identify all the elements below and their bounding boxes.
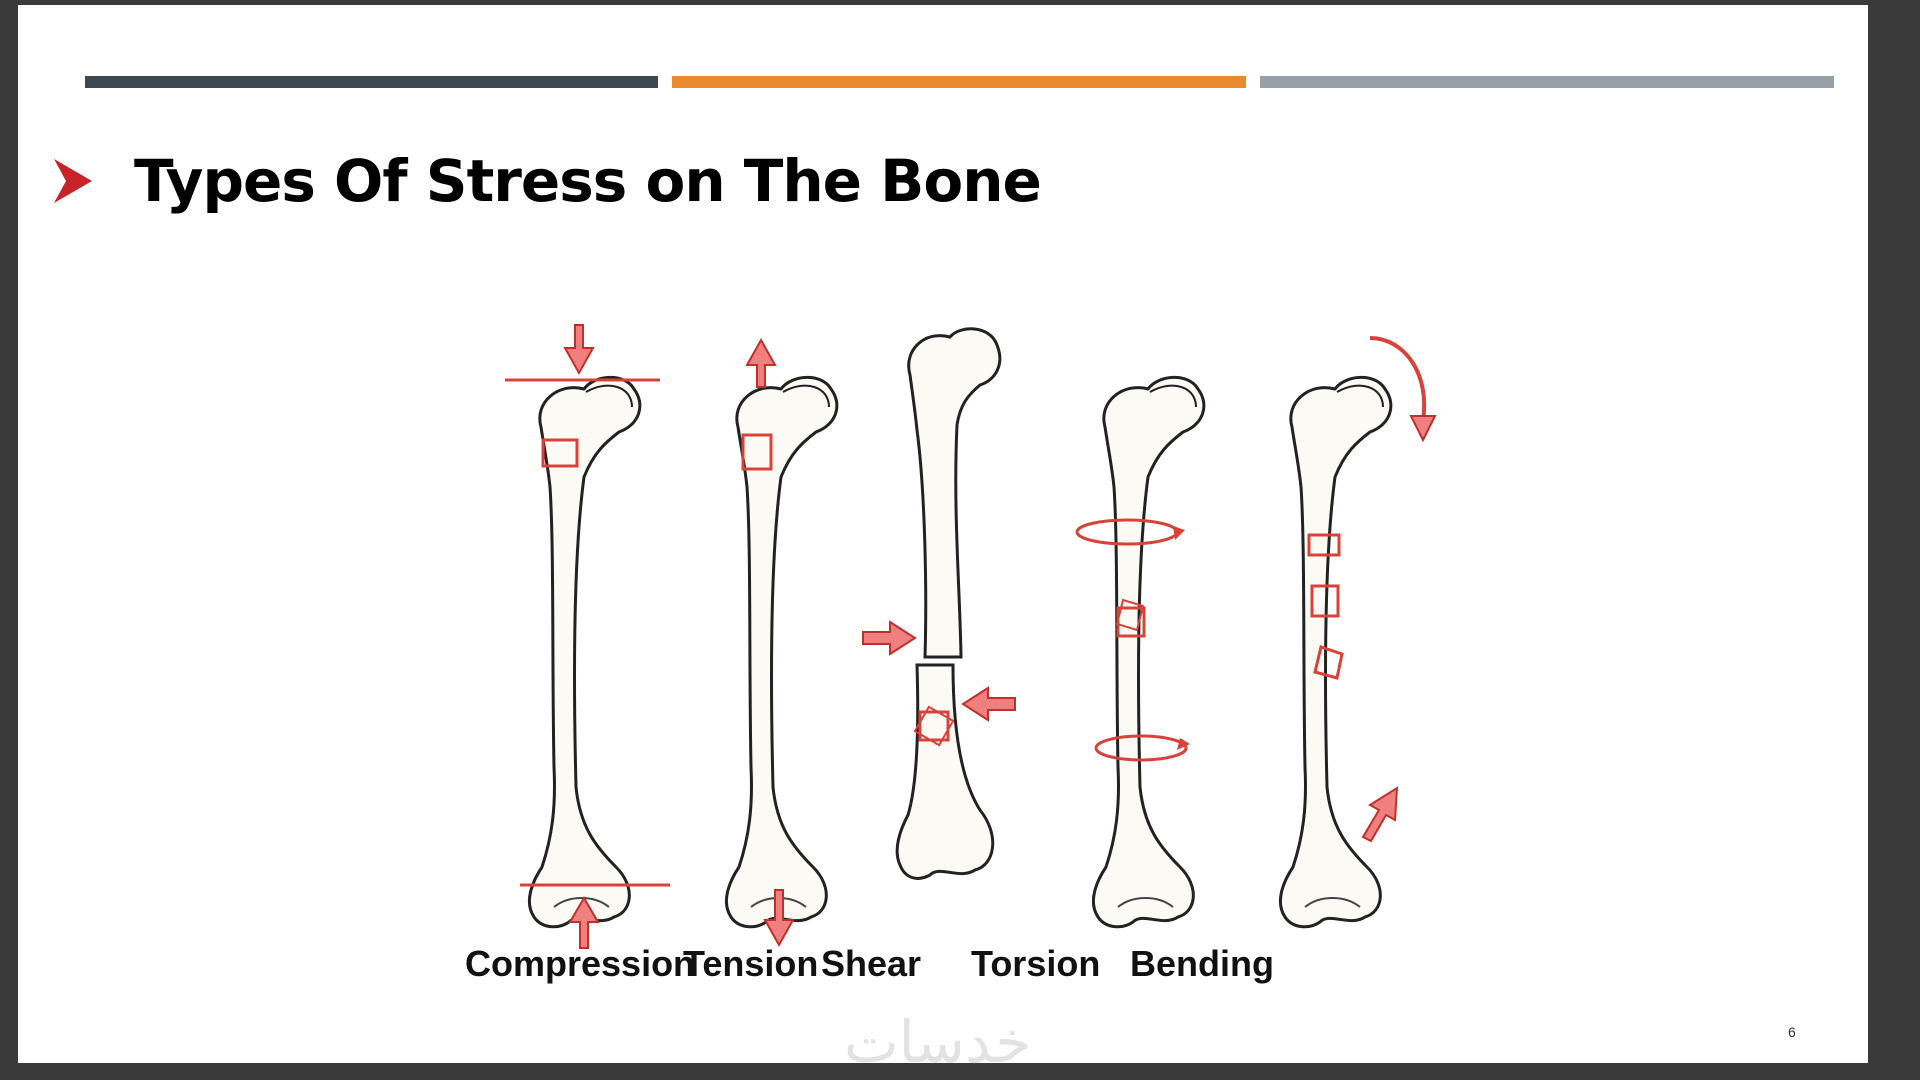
header-bar-dark (85, 76, 658, 88)
label-torsion: Torsion (971, 943, 1101, 984)
bone-stress-figure: Compression Tension Shear Torsion Bendin… (405, 210, 1505, 1055)
page-number: 6 (1788, 1024, 1796, 1040)
header-bar-gray (1260, 76, 1834, 88)
watermark: خدسات (844, 1008, 1032, 1076)
label-tension: Tension (683, 943, 819, 984)
torsion-bone (1075, 375, 1206, 929)
label-shear: Shear (821, 943, 922, 984)
bone-stress-diagram (505, 324, 1437, 949)
slide-title: Types Of Stress on The Bone (134, 147, 1042, 215)
bending-bone (1278, 336, 1437, 929)
title-row: Types Of Stress on The Bone (52, 145, 1042, 217)
label-compression: Compression (465, 943, 696, 984)
shear-bone (862, 327, 1016, 880)
arrow-bullet-icon (54, 159, 92, 203)
compression-bone (505, 324, 670, 949)
tension-bone (724, 337, 839, 948)
label-bending: Bending (1130, 943, 1274, 984)
header-bar-orange (672, 76, 1246, 88)
slide: Types Of Stress on The Bone (18, 5, 1868, 1076)
